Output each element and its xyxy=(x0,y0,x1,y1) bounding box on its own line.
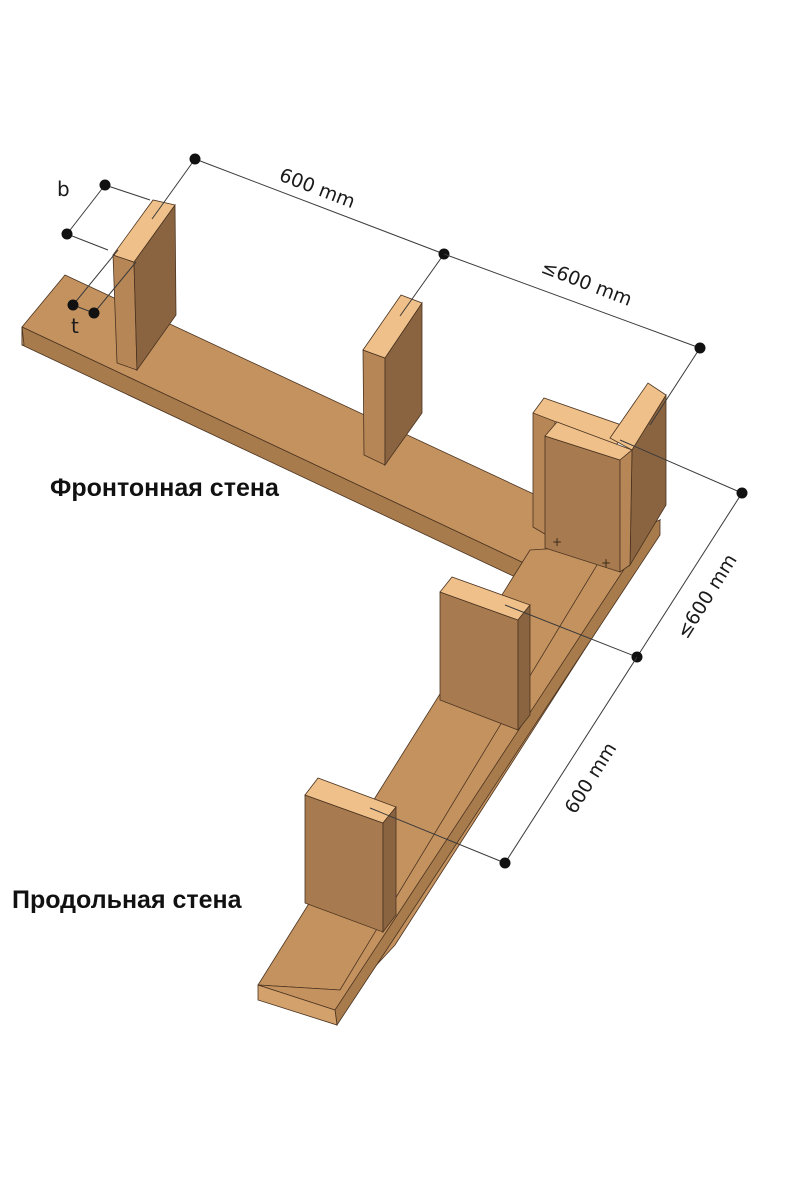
front-corner-spacing-label: ≤600 mm xyxy=(538,256,635,311)
stud-width-symbol: b xyxy=(57,177,70,201)
gable-wall-bottom-plate xyxy=(21,274,601,599)
dimension-b: b xyxy=(57,177,151,251)
dimension-front-corner-600: ≤600 mm xyxy=(443,253,706,426)
corner-studs: + + xyxy=(532,382,667,573)
side-corner-spacing-label: ≤600 mm xyxy=(673,550,742,642)
dimension-t: t xyxy=(67,249,137,338)
stud-thickness-symbol: t xyxy=(71,314,79,338)
svg-text:+: + xyxy=(601,556,611,570)
side-spacing-label: 600 mm xyxy=(561,739,622,818)
stud-1 xyxy=(112,199,177,372)
dimension-front-600: 600 mm xyxy=(151,153,450,317)
svg-text:+: + xyxy=(552,535,562,549)
longitudinal-wall-label: Продольная стена xyxy=(12,886,242,914)
stud-2 xyxy=(362,294,423,467)
gable-wall-label: Фронтонная стена xyxy=(50,474,279,502)
stud-3 xyxy=(439,576,531,732)
stud-4 xyxy=(304,777,397,934)
